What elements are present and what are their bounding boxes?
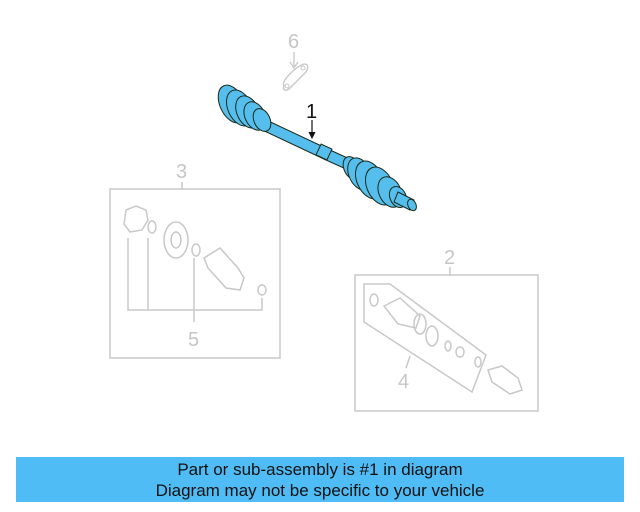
callout-3-label: 3 — [176, 161, 187, 183]
callout-1-label: 1 — [306, 101, 317, 123]
callout-6-group[interactable]: 6 — [282, 31, 309, 91]
callout-1-group[interactable]: 1 — [213, 81, 418, 212]
outer-cv-joint — [342, 156, 417, 212]
inner-cv-kit-box — [109, 188, 281, 359]
callout-4-label: 4 — [398, 371, 409, 393]
callout-2-label: 2 — [444, 247, 455, 269]
callout-2-group[interactable]: 2 4 — [354, 247, 539, 412]
outer-cv-kit-box — [354, 274, 539, 412]
callout-3-group[interactable]: 3 5 — [109, 161, 281, 359]
bracket-part — [282, 63, 309, 91]
parts-diagram: 6 1 — [109, 31, 539, 412]
callout-5-label: 5 — [188, 329, 199, 351]
inner-cv-joint — [217, 84, 272, 132]
axle-shaft — [257, 117, 353, 171]
banner-line-1: Part or sub-assembly is #1 in diagram — [177, 460, 463, 479]
callout-6-label: 6 — [288, 31, 299, 53]
banner-line-2: Diagram may not be specific to your vehi… — [155, 481, 485, 500]
info-banner: Part or sub-assembly is #1 in diagram Di… — [16, 457, 624, 502]
